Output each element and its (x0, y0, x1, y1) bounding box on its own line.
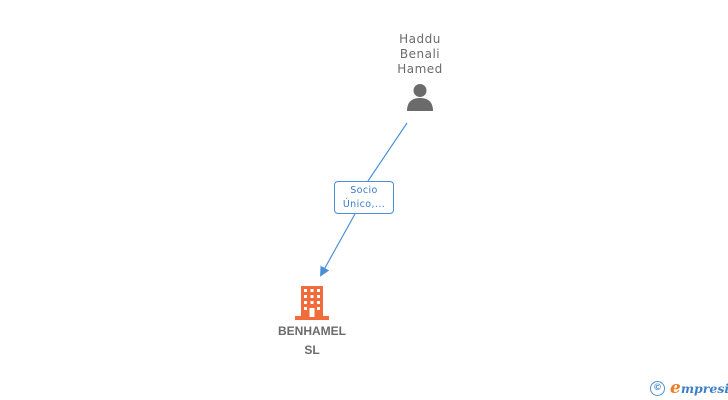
building-icon[interactable] (295, 284, 329, 320)
person-icon[interactable] (405, 82, 435, 112)
copyright-icon: © (650, 380, 665, 396)
brand-logo-initial: e (670, 378, 681, 398)
relation-label-box[interactable]: Socio Único,... (334, 181, 394, 214)
company-name-line-2[interactable]: SL (304, 343, 320, 357)
person-name-line-2[interactable]: Benali (399, 47, 441, 61)
brand-logo: empresia (670, 378, 728, 398)
relation-label-line-2: Único,... (342, 199, 386, 210)
brand-logo-text: mpresia (680, 381, 728, 396)
person-node[interactable]: Haddu Benali Hamed (360, 32, 480, 112)
relation-edge-upper (367, 122, 408, 182)
person-name-line-3[interactable]: Hamed (397, 62, 443, 76)
company-name-line-1[interactable]: BENHAMEL (278, 324, 346, 338)
relation-edge-lower (320, 213, 356, 277)
empresia-watermark: © empresia (650, 378, 728, 398)
person-name-line-1[interactable]: Haddu (399, 32, 441, 46)
company-node[interactable]: BENHAMEL SL (262, 284, 362, 358)
relation-label-line-1: Socio (350, 185, 378, 196)
